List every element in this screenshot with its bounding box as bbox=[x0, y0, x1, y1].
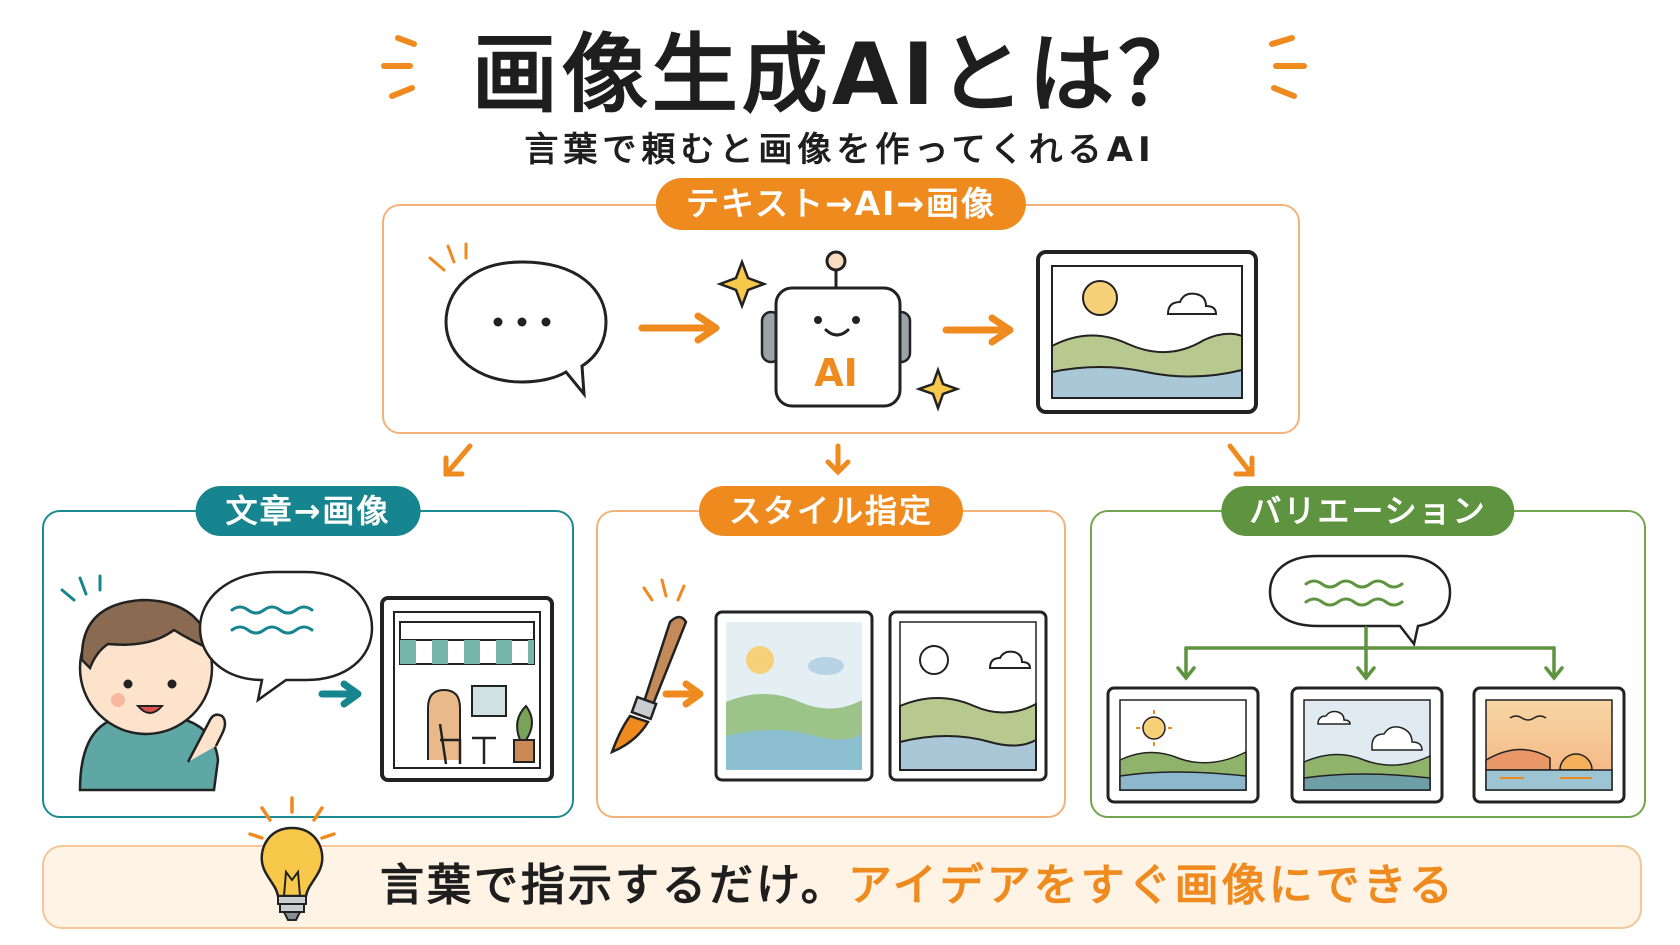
speech-bubble-icon bbox=[428, 242, 608, 399]
sparkle-icon bbox=[915, 366, 961, 412]
cafe-picture-icon bbox=[380, 596, 554, 782]
speech-bubble-icon bbox=[198, 570, 374, 703]
sparkle-icon bbox=[716, 258, 768, 310]
lightbulb-icon bbox=[248, 796, 336, 921]
summary-text-plain: 言葉で指示するだけ。 bbox=[380, 860, 848, 911]
flow-label: テキスト→AI→画像 bbox=[655, 178, 1027, 230]
summary-text-highlight: アイデアをすぐ画像にできる bbox=[847, 860, 1456, 911]
robot-ai-label: AI bbox=[814, 351, 858, 395]
panel-label-style: スタイル指定 bbox=[698, 486, 964, 536]
page-title: 画像生成AIとは？ bbox=[471, 25, 1209, 125]
variation-picture-cloudy bbox=[1290, 686, 1444, 804]
title-decoration-right bbox=[1269, 35, 1307, 99]
watercolor-picture-icon bbox=[714, 610, 874, 782]
speech-bubble-icon bbox=[1268, 554, 1452, 647]
panel-label-text-to-image: 文章→画像 bbox=[195, 486, 421, 536]
boy-icon bbox=[60, 574, 227, 792]
summary-text: 言葉で指示するだけ。アイデアをすぐ画像にできる bbox=[380, 856, 1456, 916]
title-decoration-left bbox=[381, 35, 417, 99]
variation-branch bbox=[1176, 626, 1564, 681]
landscape-picture-icon bbox=[1036, 250, 1258, 414]
page-subtitle: 言葉で頼むと画像を作ってくれるAI bbox=[524, 130, 1156, 170]
branch-arrows bbox=[443, 443, 1255, 477]
robot-icon bbox=[716, 250, 961, 412]
variation-picture-sunny bbox=[1106, 686, 1260, 804]
paintbrush-icon bbox=[609, 578, 688, 755]
panel-label-variation: バリエーション bbox=[1221, 486, 1515, 536]
variation-picture-sunset bbox=[1472, 686, 1626, 804]
landscape-picture-icon bbox=[888, 610, 1048, 782]
